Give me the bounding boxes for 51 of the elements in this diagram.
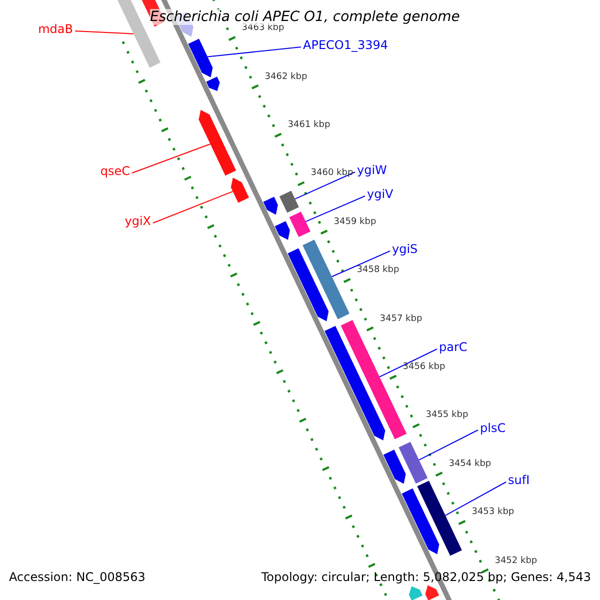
gene-feature — [274, 221, 290, 240]
tick-label: 3457 kbp — [380, 314, 422, 324]
gene-feature — [288, 248, 329, 322]
leader-line — [294, 172, 356, 200]
gene-label: plsC — [480, 422, 506, 436]
gene-feature — [206, 76, 220, 91]
leader-line — [379, 348, 438, 378]
genome-stats-text: Topology: circular; Length: 5,082,025 bp; Genes: 4,543 — [261, 571, 591, 585]
gene-label: ygiV — [367, 188, 394, 202]
tick-label: 3458 kbp — [356, 265, 400, 276]
tick-label: 3453 kbp — [472, 507, 514, 518]
tick-label: 3459 kbp — [334, 216, 376, 228]
gene-label: ygiS — [392, 243, 418, 257]
tick-label: 3462 kbp — [264, 72, 308, 82]
leader-line — [418, 430, 478, 460]
tick-label: 3461 kbp — [288, 120, 330, 130]
tick-label: 3454 kbp — [448, 458, 492, 470]
gene-label: mdaB — [38, 23, 73, 37]
tick-label: 3460 kbp — [310, 168, 354, 179]
gene-bar — [398, 442, 428, 484]
gene-bar — [289, 212, 310, 237]
tick-label: 3452 kbp — [494, 556, 538, 566]
gene-feature — [188, 38, 213, 78]
leader-line — [305, 196, 366, 222]
leader-line — [152, 190, 234, 224]
gene-feature — [402, 488, 440, 554]
accession-text: Accession: NC_008563 — [9, 571, 146, 585]
gene-feature — [263, 196, 278, 215]
tick-label: 3463 kbp — [242, 23, 284, 34]
leader-line — [331, 250, 390, 278]
gene-label: ygiX — [124, 215, 151, 229]
leader-line — [444, 482, 506, 516]
gene-feature — [230, 178, 249, 203]
leader-line — [74, 30, 134, 34]
gene-label: parC — [439, 341, 468, 355]
gene-feature — [324, 326, 386, 440]
leader-line — [132, 144, 211, 174]
leader-line — [207, 46, 302, 58]
gene-feature — [383, 450, 406, 484]
gene-label: qseC — [100, 165, 130, 179]
tick-label: 3456 kbp — [402, 362, 446, 372]
tick-label: 3455 kbp — [426, 410, 468, 421]
gene-bar — [417, 480, 462, 556]
gene-label: sufI — [508, 474, 530, 488]
gene-label: APECO1_3394 — [303, 39, 388, 53]
gene-feature — [425, 585, 440, 600]
gene-feature — [198, 110, 236, 176]
gene-bar — [279, 190, 299, 213]
gene-label: ygiW — [357, 164, 387, 178]
gene-feature — [408, 586, 423, 600]
gene-bar — [302, 240, 350, 320]
